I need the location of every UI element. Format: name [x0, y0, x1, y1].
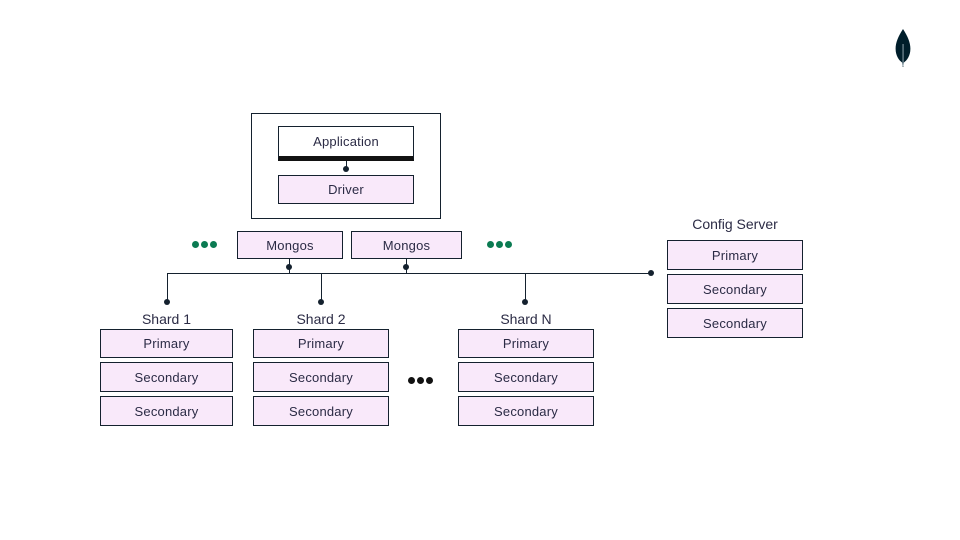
- shardN-drop-line: [524, 273, 526, 301]
- shard1-node-secondary-1: Secondary: [100, 362, 233, 392]
- mongodb-leaf-icon: [891, 28, 915, 70]
- shard2-drop-line: [320, 273, 322, 301]
- shardN-label: Shard N: [500, 311, 552, 327]
- mongos-box-2: Mongos: [351, 231, 462, 259]
- shard1-secondary1-label: Secondary: [134, 369, 199, 385]
- shardN-secondary1-label: Secondary: [494, 369, 558, 385]
- shard2-drop-dot: [318, 299, 324, 305]
- mongos-box-1: Mongos: [237, 231, 343, 259]
- shard1-node-secondary-2: Secondary: [100, 396, 233, 426]
- driver-box: Driver: [278, 175, 414, 204]
- mongos-ellipsis-left-icon: [192, 241, 217, 248]
- shard1-secondary2-label: Secondary: [134, 403, 199, 419]
- mongos1-drop-dot: [286, 264, 292, 270]
- config-node-primary: Primary: [667, 240, 803, 270]
- config-server-connector-dot: [648, 270, 654, 276]
- shard1-node-primary: Primary: [100, 329, 233, 358]
- config-secondary1-label: Secondary: [703, 281, 767, 297]
- driver-label: Driver: [328, 182, 364, 197]
- config-primary-label: Primary: [711, 247, 759, 263]
- shard2-node-secondary-2: Secondary: [253, 396, 389, 426]
- shard1-label: Shard 1: [141, 311, 192, 327]
- application-driver-connector-dot: [343, 166, 349, 172]
- config-server-title: Config Server: [692, 216, 778, 232]
- shard2-label: Shard 2: [296, 311, 346, 327]
- shardN-primary-label: Primary: [502, 336, 550, 351]
- shardN-drop-dot: [522, 299, 528, 305]
- mongos2-drop-dot: [403, 264, 409, 270]
- shard2-secondary1-label: Secondary: [289, 369, 353, 385]
- shardN-node-primary: Primary: [458, 329, 594, 358]
- application-box: Application: [278, 126, 414, 161]
- config-secondary2-label: Secondary: [703, 315, 767, 331]
- application-driver-connector-line: [345, 161, 347, 168]
- mongos-label-1: Mongos: [266, 237, 314, 253]
- application-label: Application: [313, 134, 379, 149]
- shardN-node-secondary-2: Secondary: [458, 396, 594, 426]
- config-node-secondary-2: Secondary: [667, 308, 803, 338]
- mongos-ellipsis-right-icon: [487, 241, 512, 248]
- config-node-secondary-1: Secondary: [667, 274, 803, 304]
- shardN-secondary2-label: Secondary: [494, 403, 558, 419]
- shard2-node-primary: Primary: [253, 329, 389, 358]
- shard1-primary-label: Primary: [143, 336, 190, 351]
- shard2-secondary2-label: Secondary: [289, 403, 353, 419]
- shard1-drop-dot: [164, 299, 170, 305]
- shard2-node-secondary-1: Secondary: [253, 362, 389, 392]
- mongos-label-2: Mongos: [382, 237, 431, 253]
- connector-bus-line: [167, 272, 651, 274]
- shard1-drop-line: [166, 273, 168, 301]
- shardN-node-secondary-1: Secondary: [458, 362, 594, 392]
- shard-ellipsis-icon: [408, 377, 433, 384]
- shard2-primary-label: Primary: [297, 336, 345, 351]
